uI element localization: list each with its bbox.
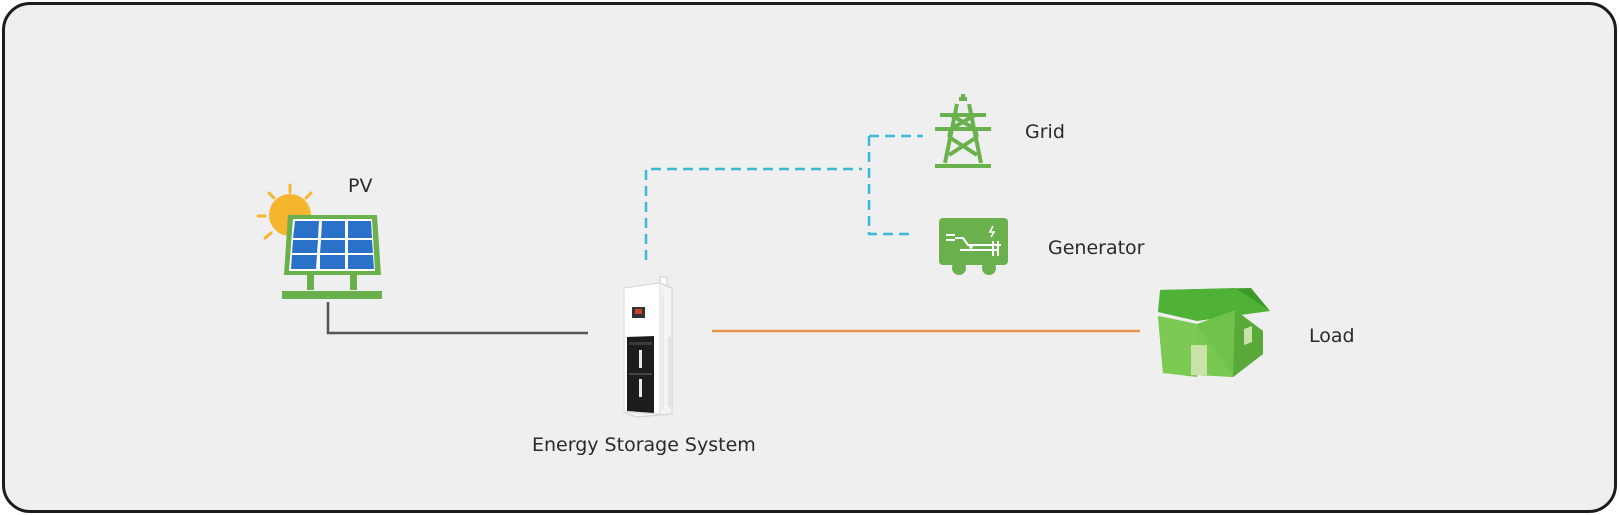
generator-label: Generator <box>1048 237 1145 259</box>
grid-branch-line <box>867 136 910 236</box>
house-icon <box>1158 288 1270 377</box>
load-label: Load <box>1309 325 1355 347</box>
grid-connection-line <box>644 167 862 260</box>
grid-label: Grid <box>1025 121 1065 143</box>
pv-connection-line <box>326 302 588 335</box>
battery-cabinet-icon <box>623 276 673 418</box>
ess-label: Energy Storage System <box>532 434 756 456</box>
generator-icon <box>939 218 1008 275</box>
energy-diagram <box>256 94 1270 418</box>
pv-label: PV <box>348 175 373 197</box>
transmission-tower-icon <box>935 94 991 168</box>
solar-panel-icon <box>256 183 382 299</box>
